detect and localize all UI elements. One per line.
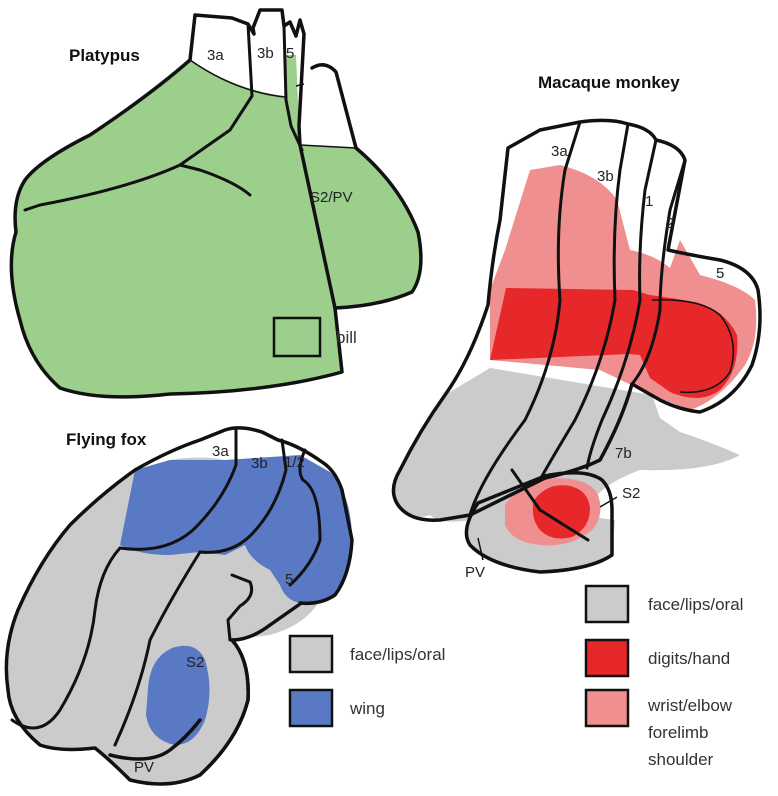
macaque-label-pv: PV <box>465 564 485 581</box>
platypus-label-3b: 3b <box>257 45 274 62</box>
macaque-label-7b: 7b <box>615 445 632 462</box>
flyingfox-label-pv: PV <box>134 759 154 776</box>
macaque-label-2: 2 <box>666 215 674 232</box>
macaque-legend-swatch-digits <box>586 640 628 676</box>
flyingfox-label-s2: S2 <box>186 654 204 671</box>
platypus-panel: Platypus 3a 3b 5 S2/PV bill <box>11 10 421 397</box>
platypus-title: Platypus <box>69 46 140 65</box>
macaque-label-3a: 3a <box>551 143 568 160</box>
flying-fox-panel: Flying fox 3a 3b 1/2 5 S2 PV face/lips/o… <box>6 428 445 784</box>
macaque-legend-swatch-face <box>586 586 628 622</box>
macaque-panel: Macaque monkey 3a 3b 1 2 5 7b S2 PV face… <box>393 73 760 769</box>
macaque-legend-label-digits: digits/hand <box>648 649 730 668</box>
flyingfox-label-12: 1/2 <box>284 454 305 471</box>
macaque-label-5: 5 <box>716 265 724 282</box>
platypus-bill-region <box>11 55 421 397</box>
macaque-legend-swatch-wrist <box>586 690 628 726</box>
flyingfox-legend-label-wing: wing <box>349 699 385 718</box>
platypus-legend-label-bill: bill <box>336 328 357 347</box>
flyingfox-label-5: 5 <box>285 571 293 588</box>
macaque-label-1: 1 <box>645 193 653 210</box>
platypus-label-s2pv: S2/PV <box>310 189 353 206</box>
macaque-legend-label-forelimb: forelimb <box>648 723 708 742</box>
flyingfox-label-3b: 3b <box>251 455 268 472</box>
platypus-label-3a: 3a <box>207 47 224 64</box>
macaque-legend-label-wrist: wrist/elbow <box>647 696 733 715</box>
macaque-s2-leader <box>600 497 617 507</box>
macaque-title: Macaque monkey <box>538 73 680 92</box>
flyingfox-title: Flying fox <box>66 430 147 449</box>
platypus-legend-swatch-bill <box>274 318 320 356</box>
macaque-legend-label-shoulder: shoulder <box>648 750 714 769</box>
platypus-label-5: 5 <box>286 45 294 62</box>
flyingfox-legend-swatch-face <box>290 636 332 672</box>
flyingfox-legend-swatch-wing <box>290 690 332 726</box>
flyingfox-legend-label-face: face/lips/oral <box>350 645 445 664</box>
flyingfox-label-3a: 3a <box>212 443 229 460</box>
macaque-label-3b: 3b <box>597 168 614 185</box>
macaque-legend-label-face: face/lips/oral <box>648 595 743 614</box>
macaque-label-s2: S2 <box>622 485 640 502</box>
